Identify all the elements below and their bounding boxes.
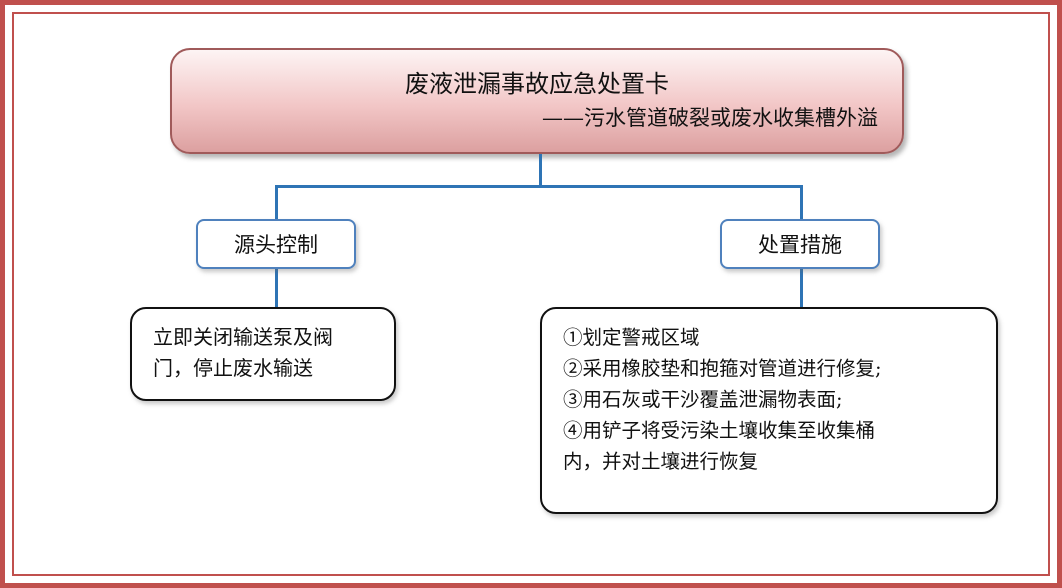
title-box: 废液泄漏事故应急处置卡 ——污水管道破裂或废水收集槽外溢 — [170, 48, 904, 154]
content-line: ④用铲子将受污染土壤收集至收集桶 — [563, 419, 876, 442]
content-line: ②采用橡胶垫和抱箍对管道进行修复; — [563, 357, 882, 380]
disposal-measures-content: ①划定警戒区域 ②采用橡胶垫和抱箍对管道进行修复; ③用石灰或干沙覆盖泄漏物表面… — [540, 307, 998, 514]
content-line: 门，停止废水输送 — [153, 356, 313, 380]
source-control-header: 源头控制 — [196, 219, 356, 269]
source-control-label: 源头控制 — [234, 233, 318, 257]
inner-frame — [12, 12, 1050, 576]
connector-horizontal — [275, 185, 803, 188]
disposal-measures-label: 处置措施 — [758, 233, 842, 257]
card-subtitle: ——污水管道破裂或废水收集槽外溢 — [542, 106, 878, 130]
source-control-content: 立即关闭输送泵及阀 门，停止废水输送 — [130, 307, 396, 401]
content-line: 内，并对土壤进行恢复 — [563, 450, 759, 473]
content-line: ①划定警戒区域 — [563, 326, 700, 349]
connector-right-down — [800, 185, 803, 220]
connector-right-content — [800, 268, 803, 308]
card-title: 废液泄漏事故应急处置卡 — [405, 70, 669, 98]
content-line: 立即关闭输送泵及阀 — [153, 325, 333, 349]
disposal-measures-header: 处置措施 — [720, 219, 880, 269]
connector-title-down — [539, 154, 542, 187]
connector-left-down — [275, 185, 278, 220]
connector-left-content — [275, 268, 278, 308]
content-line: ③用石灰或干沙覆盖泄漏物表面; — [563, 388, 843, 411]
